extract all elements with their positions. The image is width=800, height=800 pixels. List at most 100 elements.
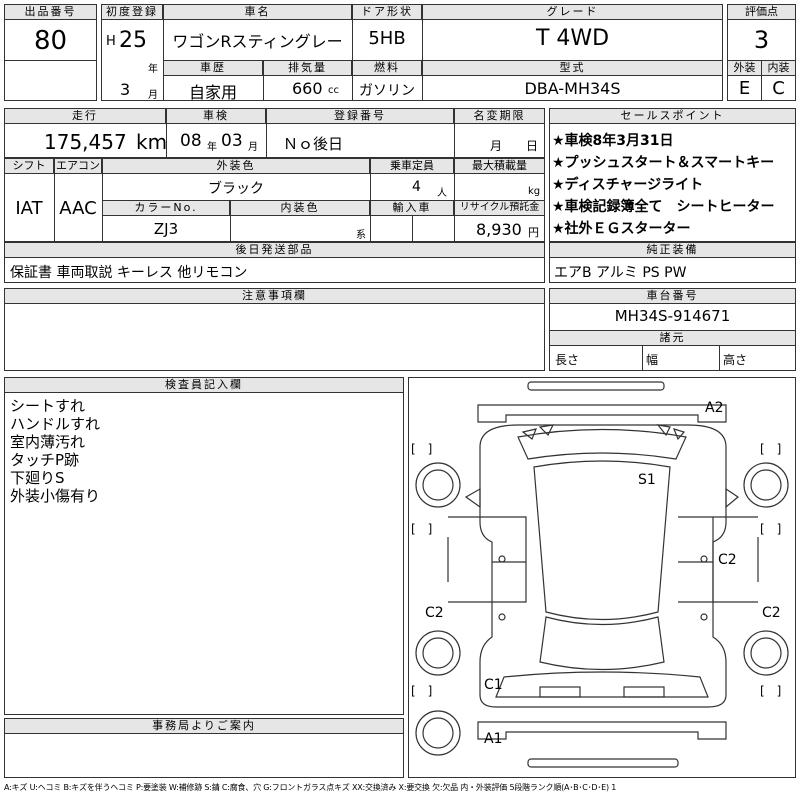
interior-label: 内装色 xyxy=(230,200,370,216)
door-label: ドア形状 xyxy=(352,4,422,20)
ext-grade: E xyxy=(738,78,751,99)
damage-mark-c2-left: C2 xyxy=(425,605,444,621)
divider xyxy=(412,216,413,242)
grade-label: グレード xyxy=(422,4,723,20)
dim-width: 幅 xyxy=(646,353,659,367)
bracket-bottom-right: [ ] xyxy=(760,684,782,698)
color-number: ZJ3 xyxy=(153,220,179,238)
bracket-top-right: [ ] xyxy=(760,442,782,456)
notes-label: 注意事項欄 xyxy=(4,288,545,304)
grade: T 4WD xyxy=(535,26,610,51)
import-label: 輸入車 xyxy=(370,200,454,216)
divider xyxy=(263,60,264,101)
divider xyxy=(266,108,267,158)
ac-label: エアコン xyxy=(54,158,102,174)
office-label: 事務局よりご案内 xyxy=(4,718,404,734)
bracket-bottom-left: [ ] xyxy=(411,684,433,698)
equip-label: 純正装備 xyxy=(549,242,796,258)
sales-point-2: ★プッシュスタート＆スマートキー xyxy=(552,155,775,171)
name-label: 車名 xyxy=(163,4,352,20)
inspector-line-5: 下廻りS xyxy=(10,469,65,487)
mileage-label: 走行 xyxy=(4,108,166,124)
insp-month: 03 xyxy=(221,131,243,151)
diagram-box xyxy=(408,377,796,778)
bracket-mid-right: [ ] xyxy=(760,522,782,536)
chassis-label: 車台番号 xyxy=(549,288,796,304)
ext-label: 外装 xyxy=(727,60,762,76)
divider xyxy=(163,4,164,60)
color-label: 外装色 xyxy=(102,158,370,174)
divider xyxy=(230,200,231,242)
lot-label: 出品番号 xyxy=(4,4,97,20)
mileage-unit: km xyxy=(136,130,168,154)
inspector-line-6: 外装小傷有り xyxy=(10,487,101,505)
divider xyxy=(352,4,353,60)
divider xyxy=(454,108,455,158)
recycle-unit: 円 xyxy=(528,226,539,239)
cc: 660 xyxy=(292,79,323,98)
score-label: 評価点 xyxy=(727,4,796,20)
shift: IAT xyxy=(15,198,43,219)
sales-point-4: ★車検記録簿全て シートヒーター xyxy=(552,199,775,215)
interior-unit: 系 xyxy=(356,230,366,241)
damage-mark-a1: A1 xyxy=(484,731,503,747)
inspector-line-4: タッチP跡 xyxy=(10,451,80,469)
bracket-mid-left: [ ] xyxy=(411,522,433,536)
inspector-line-2: ハンドルすれ xyxy=(10,415,101,433)
divider xyxy=(719,346,720,371)
equip-value: エアB アルミ PS PW xyxy=(554,265,687,281)
capacity-label: 乗車定員 xyxy=(370,158,454,174)
regno: Ｎｏ後日 xyxy=(283,135,344,153)
sales-point-5: ★社外ＥＧスターター xyxy=(552,221,691,237)
damage-mark-c2-center: C2 xyxy=(718,552,737,568)
capacity: 4 xyxy=(412,179,421,195)
chassis-number: MH34S-914671 xyxy=(614,307,731,325)
fuel-label: 燃料 xyxy=(352,60,422,76)
recycle-fee: 8,930 xyxy=(476,220,522,239)
parts-label: 後日発送部品 xyxy=(4,242,545,258)
reg-month: 3 xyxy=(120,80,131,99)
divider xyxy=(422,4,423,60)
lot-divider xyxy=(4,60,97,61)
car-name: ワゴンRスティングレー xyxy=(172,32,343,51)
car-body-diagram xyxy=(415,381,789,768)
inspector-line-3: 室内薄汚れ xyxy=(10,433,86,451)
reg-year: 25 xyxy=(119,28,147,53)
bracket-top-left: [ ] xyxy=(411,442,433,456)
mileage: 175,457 xyxy=(44,130,127,154)
exterior-color: ブラック xyxy=(208,181,264,197)
int-grade: C xyxy=(772,78,785,99)
capacity-unit: 人 xyxy=(437,188,447,199)
cc-unit: cc xyxy=(328,85,339,96)
regno-label: 登録番号 xyxy=(266,108,454,124)
dim-length: 長さ xyxy=(555,353,580,367)
insp-year-unit: 年 xyxy=(207,142,217,153)
int-label: 内装 xyxy=(761,60,796,76)
lot-number: 80 xyxy=(33,26,68,56)
sales-point-1: ★車検8年3月31日 xyxy=(552,133,674,149)
load-unit: kg xyxy=(528,186,541,197)
month-unit: 月 xyxy=(148,90,158,101)
dim-height: 高さ xyxy=(723,353,748,367)
model-label: 型式 xyxy=(422,60,723,76)
insp-year: 08 xyxy=(180,131,202,151)
reg-label: 初度登録 xyxy=(101,4,163,20)
legend: A:キズ U:ヘコミ B:キズを伴うヘコミ P:要塗装 W:補修跡 S:錆 C:… xyxy=(4,783,617,792)
door-type: 5HB xyxy=(368,28,406,49)
damage-mark-s1: S1 xyxy=(638,472,656,488)
cc-label: 排気量 xyxy=(263,60,352,76)
divider xyxy=(422,60,423,101)
divider xyxy=(166,108,167,158)
dims-label: 諸元 xyxy=(549,330,796,346)
era: H xyxy=(106,34,116,49)
recycle-label: リサイクル預託金 xyxy=(454,200,545,216)
insp-month-unit: 月 xyxy=(248,142,258,153)
sales-label: セールスポイント xyxy=(549,108,796,124)
transfer-day: 日 xyxy=(526,139,539,153)
divider xyxy=(642,346,643,371)
damage-mark-c2-right: C2 xyxy=(762,605,781,621)
history-label: 車歴 xyxy=(163,60,263,76)
inspection-label: 車検 xyxy=(166,108,266,124)
colorno-label: カラーNo. xyxy=(102,200,230,216)
divider xyxy=(54,158,55,242)
